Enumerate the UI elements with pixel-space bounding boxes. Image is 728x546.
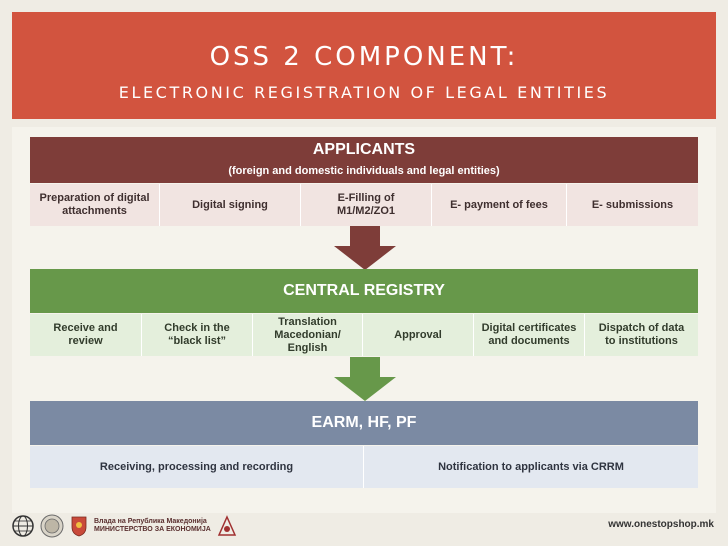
step-e-filling: E-Filling of M1/M2/ZO1: [301, 184, 432, 226]
ministry-line-1: Влада на Република Македонија: [94, 518, 207, 525]
applicants-subtitle: (foreign and domestic individuals and le…: [228, 165, 500, 177]
title-banner: OSS 2 COMPONENT: ELECTRONIC REGISTRATION…: [12, 12, 716, 119]
footer-logos: Влада на Република Македонија МИНИСТЕРСТ…: [12, 512, 237, 540]
slide-subtitle: ELECTRONIC REGISTRATION OF LEGAL ENTITIE…: [118, 83, 610, 102]
earm-steps: Receiving, processing and recording Noti…: [30, 446, 698, 488]
applicants-bar: APPLICANTS (foreign and domestic individ…: [30, 137, 698, 183]
earm-title: EARM, HF, PF: [311, 414, 417, 431]
slide-title: OSS 2 COMPONENT:: [209, 42, 519, 72]
central-registry-steps: Receive and review Check in the “black l…: [30, 314, 698, 356]
step-notification-crrm: Notification to applicants via CRRM: [364, 446, 698, 488]
down-arrow-1: [334, 226, 396, 270]
website-url: www.onestopshop.mk: [608, 519, 714, 530]
step-approval: Approval: [363, 314, 474, 356]
ministry-logo-text: Влада на Република Македонија МИНИСТЕРСТ…: [94, 518, 211, 534]
step-receiving-processing: Receiving, processing and recording: [30, 446, 364, 488]
applicants-title: APPLICANTS: [312, 141, 416, 158]
step-translation: Translation Macedonian/ English: [253, 314, 363, 356]
central-registry-title: CENTRAL REGISTRY: [283, 282, 445, 299]
step-dispatch-data: Dispatch of data to institutions: [585, 314, 698, 356]
step-black-list-check: Check in the “black list”: [142, 314, 253, 356]
coat-of-arms-icon: [71, 516, 87, 537]
down-arrow-2: [334, 357, 396, 401]
earm-bar: EARM, HF, PF: [30, 401, 698, 445]
seal-logo-icon: [40, 514, 64, 538]
oss-logo-icon: [217, 515, 236, 536]
step-preparation-attachments: Preparation of digital attachments: [30, 184, 160, 226]
central-registry-bar: CENTRAL REGISTRY: [30, 269, 698, 313]
ministry-line-2: МИНИСТЕРСТВО ЗА ЕКОНОМИЈА: [94, 526, 211, 533]
step-e-submissions: E- submissions: [567, 184, 698, 226]
step-e-payment: E- payment of fees: [432, 184, 567, 226]
globe-logo-icon: [12, 515, 34, 537]
applicants-steps: Preparation of digital attachments Digit…: [30, 184, 698, 226]
step-receive-review: Receive and review: [30, 314, 142, 356]
step-digital-certificates: Digital certificates and documents: [474, 314, 585, 356]
step-digital-signing: Digital signing: [160, 184, 301, 226]
